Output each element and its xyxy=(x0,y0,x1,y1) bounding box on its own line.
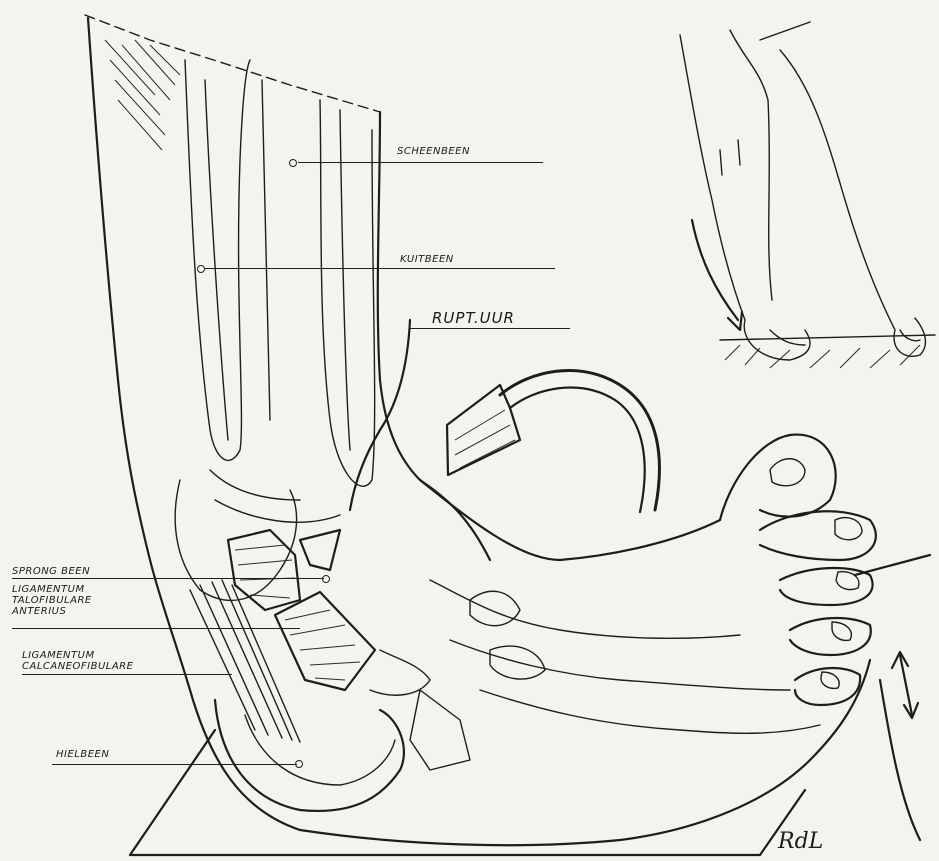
label-lig-talofibulare-line3: ANTERIUS xyxy=(12,606,92,617)
foot-sole xyxy=(300,660,870,845)
big-toe xyxy=(720,435,836,520)
leader-hielbeen xyxy=(52,764,297,765)
inset-ground-line xyxy=(720,335,935,340)
calcaneofibular-texture xyxy=(285,610,360,680)
second-toe xyxy=(760,511,876,560)
inset-left-leg-outer xyxy=(680,35,810,360)
leader-lig-calcaneofibulare xyxy=(22,674,232,675)
artist-signature: RdL xyxy=(777,829,823,854)
second-toe-nail xyxy=(835,518,862,540)
ligament-shred xyxy=(370,650,430,695)
inset-hem-line xyxy=(760,22,810,40)
fourth-toe xyxy=(790,618,871,655)
label-kuitbeen: KUITBEEN xyxy=(400,254,454,265)
label-lig-calcaneofibulare-line2: CALCANEOFIBULARE xyxy=(22,661,133,672)
tarsal-bone xyxy=(410,690,470,770)
talus-texture xyxy=(235,545,295,598)
inset-arrow-shaft xyxy=(692,220,738,320)
pointer-dot-sprongbeen xyxy=(322,575,330,583)
pointer-dot-scheenbeen xyxy=(289,159,297,167)
inset-shin-marks xyxy=(720,140,740,175)
fourth-toe-nail xyxy=(832,622,851,640)
label-lig-calcaneofibulare: LIGAMENTUM CALCANEOFIBULARE xyxy=(22,650,133,672)
label-hielbeen: HIELBEEN xyxy=(56,749,109,760)
tibia-shaft xyxy=(185,60,250,460)
rotation-arrow-hatching xyxy=(455,410,515,468)
leader-scheenbeen xyxy=(298,162,543,163)
ruptured-ligament xyxy=(350,320,410,510)
calcaneus-outline xyxy=(245,715,395,785)
label-sprongbeen: SPRONG BEEN xyxy=(12,566,90,577)
label-scheenbeen: SCHEENBEEN xyxy=(397,146,470,157)
leader-ruptuur xyxy=(410,328,570,329)
label-ruptuur: RUPT.UUR xyxy=(432,310,515,326)
leg-front-contour xyxy=(378,112,490,560)
inset-left-leg-inner xyxy=(730,30,772,300)
label-lig-talofibulare: LIGAMENTUM TALOFIBULARE ANTERIUS xyxy=(12,584,92,617)
dashed-cut-line xyxy=(85,15,380,112)
lateral-malleolus xyxy=(175,480,296,600)
tibia-inner-line xyxy=(205,80,228,440)
leader-lig-talofibulare xyxy=(12,628,300,629)
inset-legs xyxy=(680,22,935,368)
calcaneofibular-block xyxy=(275,592,375,690)
leg-tendon-line xyxy=(262,80,270,420)
inset-ground-hatch xyxy=(725,345,920,368)
leader-sprongbeen xyxy=(12,578,324,579)
rotation-arrow-head xyxy=(447,385,520,475)
rotation-arrow-body xyxy=(500,371,659,510)
label-lig-talofibulare-line2: TALOFIBULARE xyxy=(12,595,92,606)
little-toe-nail xyxy=(821,672,839,688)
shin-hatching xyxy=(105,40,180,150)
label-lig-calcaneofibulare-line1: LIGAMENTUM xyxy=(22,650,133,661)
label-lig-talofibulare-line1: LIGAMENTUM xyxy=(12,584,92,595)
rotation-arrow-inner xyxy=(510,388,645,512)
inset-right-leg-outer xyxy=(780,50,925,356)
fibula-shaft xyxy=(320,100,375,486)
metatarsal-line-1 xyxy=(430,580,740,638)
ankle-skin-folds xyxy=(210,470,340,522)
big-toe-nail xyxy=(770,459,805,486)
metatarsal-line-2 xyxy=(450,640,790,690)
pointer-dot-hielbeen xyxy=(295,760,303,768)
cuboid-bone xyxy=(470,591,520,625)
leader-kuitbeen xyxy=(205,268,555,269)
pointer-dot-kuitbeen xyxy=(197,265,205,273)
fibula-inner-line xyxy=(340,110,350,450)
metatarsal-line-3 xyxy=(480,690,820,733)
talus-fragment xyxy=(300,530,340,570)
